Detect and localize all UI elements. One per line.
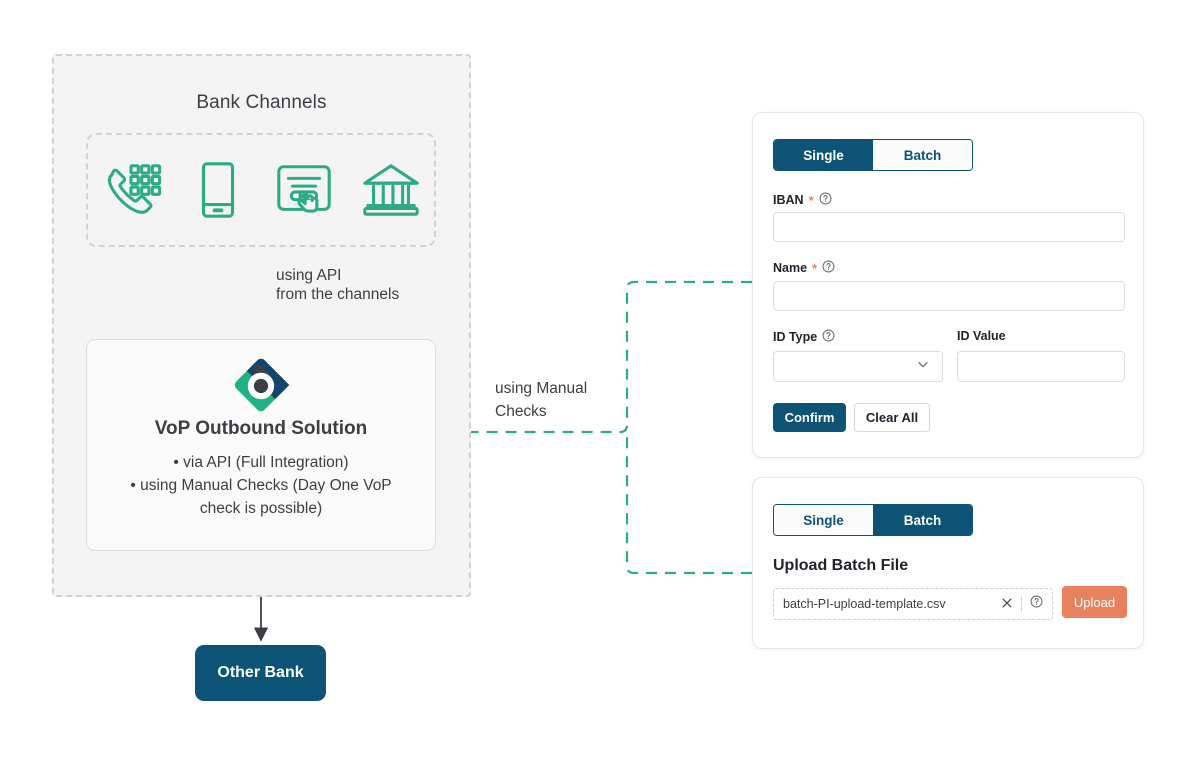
tab-single[interactable]: Single xyxy=(774,140,873,170)
tab-single[interactable]: Single xyxy=(774,505,873,535)
id-value-input[interactable] xyxy=(957,351,1125,382)
channel-icons-box xyxy=(86,133,436,247)
api-flow-label: using API from the channels xyxy=(276,267,400,303)
chevron-down-icon[interactable] xyxy=(916,357,930,376)
vop-solution-card: VoP Outbound Solution • via API (Full In… xyxy=(86,339,436,551)
vop-bullet-2: check is possible) xyxy=(199,500,323,517)
clear-all-button[interactable]: Clear All xyxy=(854,403,930,432)
id-type-label: ID Type xyxy=(773,329,835,345)
iban-label: IBAN * xyxy=(773,192,832,208)
phone-keypad-icon xyxy=(100,159,162,221)
id-value-label: ID Value xyxy=(957,329,1006,343)
vop-bullet-1: • using Manual Checks (Day One VoP xyxy=(130,477,392,494)
divider xyxy=(1021,596,1022,612)
other-bank-label: Other Bank xyxy=(217,664,304,681)
name-input[interactable] xyxy=(773,281,1125,311)
required-asterisk: * xyxy=(808,192,814,208)
vop-card-bullets: • via API (Full Integration) • using Man… xyxy=(87,451,435,520)
iban-input[interactable] xyxy=(773,212,1125,242)
upload-batch-file-title: Upload Batch File xyxy=(773,557,909,574)
upload-button[interactable]: Upload xyxy=(1062,586,1127,618)
close-x-icon[interactable] xyxy=(1001,597,1013,611)
name-label: Name * xyxy=(773,260,835,276)
other-bank-node: Other Bank xyxy=(195,645,326,701)
vop-bullet-0: • via API (Full Integration) xyxy=(173,454,349,471)
bank-channels-title: Bank Channels xyxy=(196,92,327,113)
bank-building-icon xyxy=(360,159,422,221)
mobile-phone-icon xyxy=(187,159,249,221)
help-circle-icon[interactable] xyxy=(822,260,835,276)
manual-checks-flow-label: using Manual Checks xyxy=(495,380,588,420)
required-asterisk: * xyxy=(812,260,818,276)
help-circle-icon[interactable] xyxy=(822,329,835,345)
batch-panel-tabs: Single Batch xyxy=(773,504,973,536)
file-name-label: batch-PI-upload-template.csv xyxy=(783,597,946,611)
tab-batch[interactable]: Batch xyxy=(873,505,972,535)
id-type-select[interactable] xyxy=(773,351,943,382)
vop-diamond-logo xyxy=(87,354,435,416)
vop-card-title: VoP Outbound Solution xyxy=(154,418,368,439)
help-circle-icon[interactable] xyxy=(819,192,832,208)
online-banking-click-icon xyxy=(273,159,335,221)
confirm-button[interactable]: Confirm xyxy=(773,403,846,432)
batch-upload-panel: Single Batch Upload Batch File batch-PI-… xyxy=(752,477,1144,649)
help-circle-icon[interactable] xyxy=(1030,595,1043,613)
single-check-panel: Single Batch IBAN * Name * xyxy=(752,112,1144,458)
single-panel-tabs: Single Batch xyxy=(773,139,973,171)
file-chip[interactable]: batch-PI-upload-template.csv xyxy=(773,588,1053,620)
tab-batch[interactable]: Batch xyxy=(873,140,972,170)
